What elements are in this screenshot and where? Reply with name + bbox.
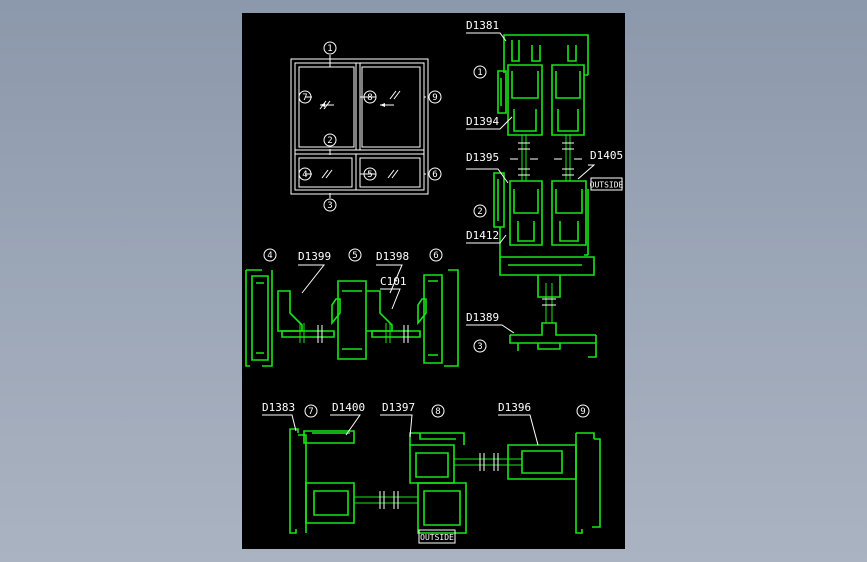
elevation-marker-1: 1	[323, 41, 337, 55]
svg-text:9: 9	[580, 407, 585, 417]
svg-text:6: 6	[432, 170, 437, 180]
section-marker-3: 3	[473, 339, 487, 353]
elevation-marker-2: 2	[323, 133, 337, 147]
svg-text:1: 1	[327, 44, 332, 54]
section-marker-5: 5	[348, 248, 362, 262]
svg-text:OUTSIDE: OUTSIDE	[590, 181, 624, 190]
label-d1394: D1394	[466, 115, 499, 128]
elevation-marker-4: 4	[298, 167, 312, 181]
elevation-marker-5: 5	[363, 167, 377, 181]
svg-text:8: 8	[367, 93, 372, 103]
vertical-section	[493, 34, 597, 358]
svg-text:2: 2	[477, 207, 482, 217]
label-c101: C101	[380, 275, 407, 288]
label-d1399: D1399	[298, 250, 331, 263]
elevation-marker-3: 3	[323, 198, 337, 212]
drawing-sheet: 1 2 3 4 5 6 7 8 9	[242, 13, 625, 549]
label-d1383: D1383	[262, 401, 295, 414]
label-d1398: D1398	[376, 250, 409, 263]
section-marker-1: 1	[473, 65, 487, 79]
leader-lines	[262, 32, 596, 446]
label-d1405: D1405	[590, 149, 623, 162]
section-marker-4: 4	[263, 248, 277, 262]
svg-text:3: 3	[477, 342, 482, 352]
outside-note-bottom: OUTSIDE	[418, 529, 456, 544]
section-marker-7: 7	[304, 404, 318, 418]
section-marker-9: 9	[576, 404, 590, 418]
label-d1397: D1397	[382, 401, 415, 414]
elevation-marker-7: 7	[298, 90, 312, 104]
bottom-section	[289, 428, 601, 534]
section-marker-2: 2	[473, 204, 487, 218]
svg-text:3: 3	[327, 201, 332, 211]
horizontal-section	[245, 269, 459, 367]
svg-text:7: 7	[308, 407, 313, 417]
label-d1389: D1389	[466, 311, 499, 324]
section-marker-8: 8	[431, 404, 445, 418]
svg-text:OUTSIDE: OUTSIDE	[420, 533, 454, 542]
outside-note-right: OUTSIDE	[590, 177, 624, 191]
label-d1395: D1395	[466, 151, 499, 164]
svg-text:7: 7	[302, 93, 307, 103]
label-d1396: D1396	[498, 401, 531, 414]
label-d1400: D1400	[332, 401, 365, 414]
svg-text:5: 5	[352, 251, 357, 261]
svg-text:4: 4	[267, 251, 272, 261]
svg-text:2: 2	[327, 136, 332, 146]
label-d1381: D1381	[466, 19, 499, 32]
svg-text:6: 6	[433, 251, 438, 261]
elevation-marker-8: 8	[363, 90, 377, 104]
svg-text:9: 9	[432, 93, 437, 103]
svg-text:1: 1	[477, 68, 482, 78]
elevation-marker-9: 9	[428, 90, 442, 104]
svg-text:4: 4	[302, 170, 307, 180]
svg-text:5: 5	[367, 170, 372, 180]
elevation-marker-6: 6	[428, 167, 442, 181]
window-elevation	[290, 55, 429, 198]
label-d1412: D1412	[466, 229, 499, 242]
svg-text:8: 8	[435, 407, 440, 417]
section-marker-6: 6	[429, 248, 443, 262]
section-drawing: 1 2 3 4 5 6 7 8 9	[245, 19, 624, 544]
